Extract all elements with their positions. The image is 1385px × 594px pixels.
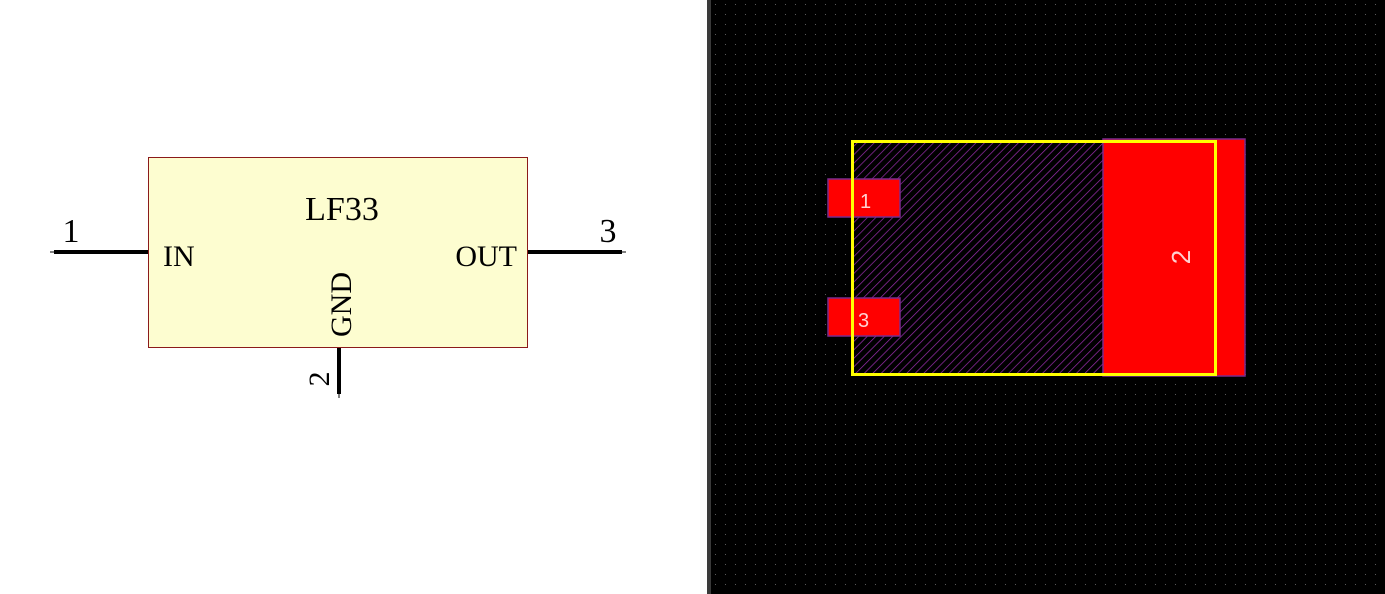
pin-3-number: 3 xyxy=(600,213,617,250)
pin-2-name: GND xyxy=(325,272,358,337)
pin-2[interactable]: 2 GND xyxy=(303,272,358,398)
pin-3[interactable]: 3 OUT xyxy=(455,213,626,273)
component-body[interactable] xyxy=(148,157,528,348)
pin-1[interactable]: 1 IN xyxy=(50,213,195,273)
pad-3[interactable] xyxy=(827,297,901,337)
pin-1-name: IN xyxy=(163,240,195,273)
pad-2[interactable] xyxy=(1102,138,1246,377)
pane-divider[interactable] xyxy=(707,0,711,594)
silkscreen-outline xyxy=(851,140,1217,376)
keepout-hatch xyxy=(852,141,1104,374)
pad-2-label: 2 xyxy=(1166,250,1196,264)
pin-1-number: 1 xyxy=(63,213,80,250)
pin-2-number: 2 xyxy=(303,372,336,387)
schematic-canvas: LF33 1 IN 3 OUT 2 GND xyxy=(50,157,626,398)
pad-1[interactable] xyxy=(827,178,901,218)
pin-3-name: OUT xyxy=(455,240,517,273)
schematic-view: LF33 1 IN 3 OUT 2 GND xyxy=(50,157,626,398)
part-name-label: LF33 xyxy=(305,191,379,228)
pcb-canvas: 2 1 3 xyxy=(711,0,1385,594)
pad-1-label: 1 xyxy=(860,191,871,213)
pcb-view: 2 1 3 xyxy=(711,0,1385,594)
pad-3-label: 3 xyxy=(858,310,869,332)
